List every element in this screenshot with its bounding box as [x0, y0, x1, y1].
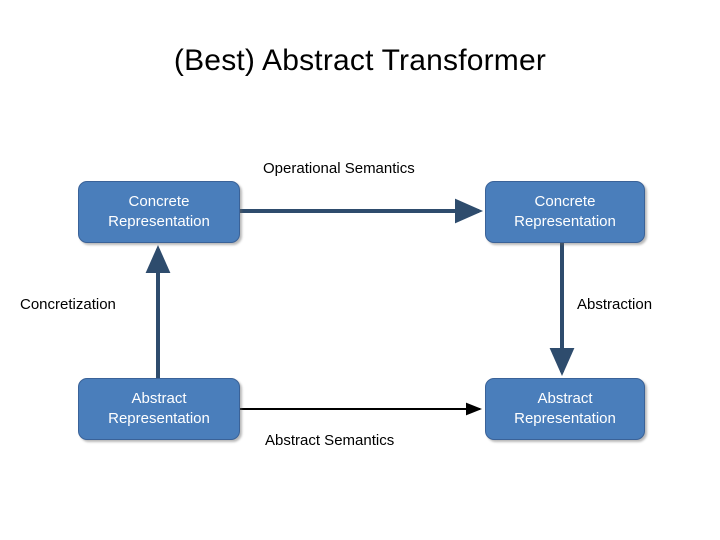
node-label: Abstract Representation [108, 390, 210, 427]
node-label: Concrete Representation [108, 193, 210, 230]
node-abstract-representation-right[interactable]: Abstract Representation [485, 378, 645, 440]
node-label: Abstract Representation [514, 390, 616, 427]
edge-label-abstraction: Abstraction [577, 296, 653, 313]
node-abstract-representation-left[interactable]: Abstract Representation [78, 378, 240, 440]
edge-label-concretization: Concretization [20, 296, 116, 313]
node-label: Concrete Representation [514, 193, 616, 230]
edge-label-operational-semantics: Operational Semantics [263, 160, 415, 177]
edge-label-abstract-semantics: Abstract Semantics [265, 432, 395, 449]
page-title: (Best) Abstract Transformer [173, 44, 547, 77]
node-concrete-representation-right[interactable]: Concrete Representation [485, 181, 645, 243]
node-concrete-representation-left[interactable]: Concrete Representation [78, 181, 240, 243]
